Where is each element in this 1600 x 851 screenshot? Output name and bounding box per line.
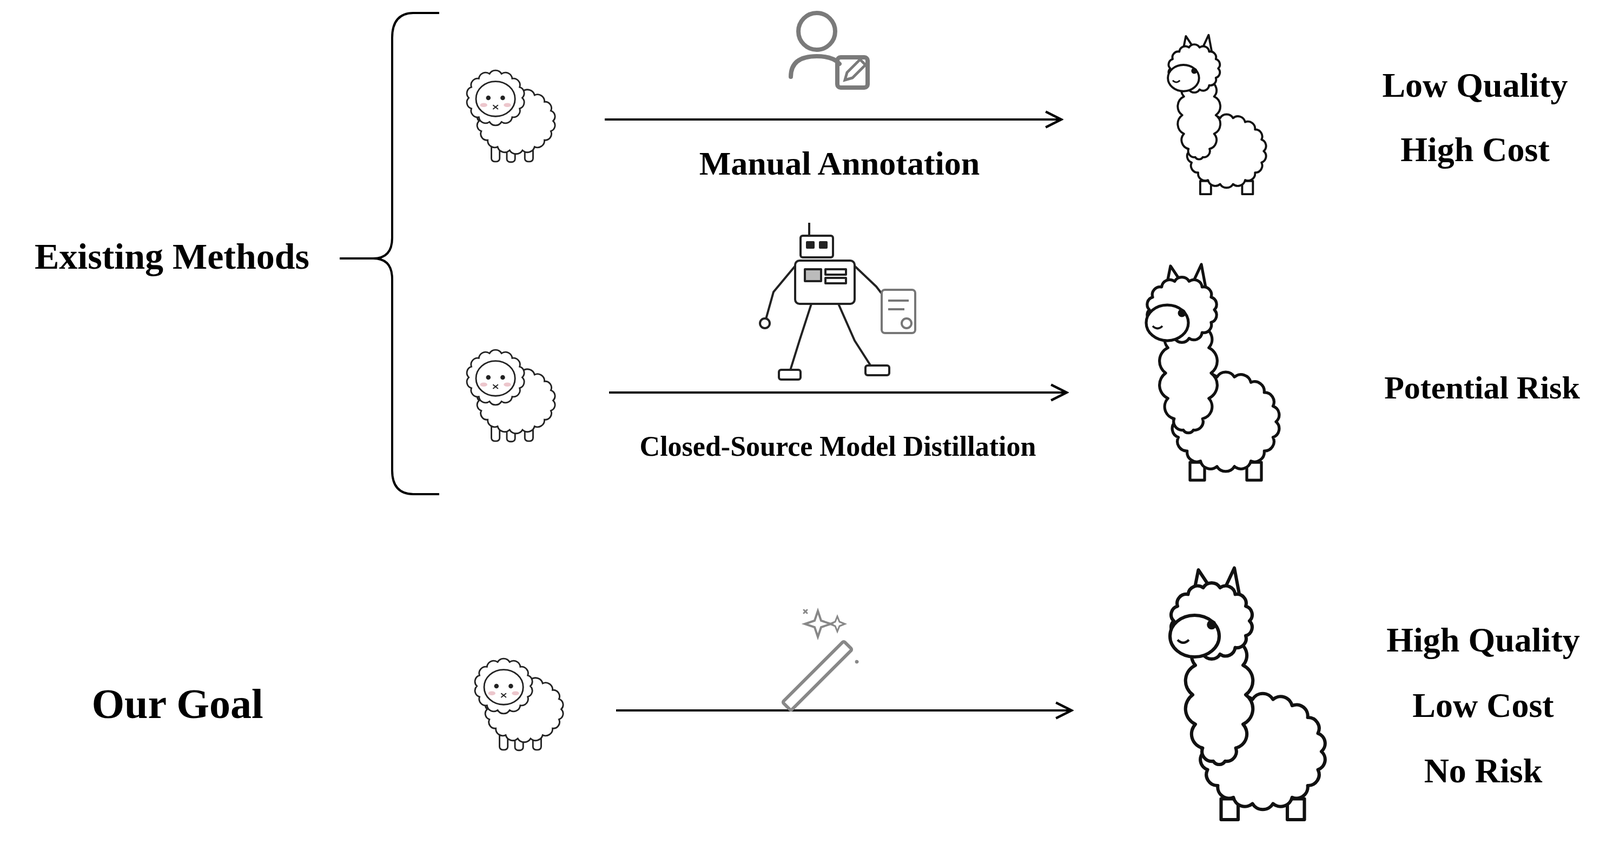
sheep — [466, 349, 555, 442]
robot-icon — [759, 222, 916, 380]
group-label: Existing Methods — [34, 236, 310, 277]
group-label: Our Goal — [91, 681, 263, 728]
arrow — [604, 118, 1062, 121]
annotator-icon — [790, 12, 868, 88]
arrow-label: Manual Annotation — [699, 144, 981, 182]
result-label: High Cost — [1400, 130, 1550, 169]
sheep — [474, 658, 564, 751]
result-label: Low Cost — [1412, 686, 1554, 725]
result-label: No Risk — [1424, 752, 1543, 791]
magic-wand-icon — [782, 610, 859, 711]
result-label: Low Quality — [1382, 66, 1568, 105]
alpaca — [1169, 568, 1326, 821]
result-label: High Quality — [1386, 621, 1580, 660]
arrow — [616, 709, 1072, 712]
sheep — [466, 70, 555, 163]
arrow — [609, 391, 1067, 394]
alpaca — [1146, 264, 1280, 481]
brace — [339, 12, 440, 495]
alpaca — [1167, 35, 1266, 195]
result-label: Potential Risk — [1384, 369, 1580, 406]
arrow-label: Closed-Source Model Distillation — [639, 431, 1037, 462]
